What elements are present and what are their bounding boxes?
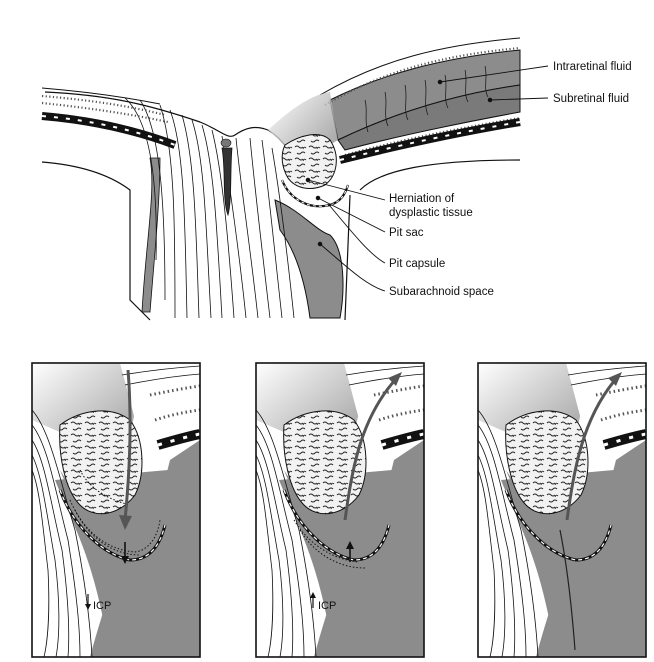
label-pit-sac: Pit sac <box>389 227 424 239</box>
subarachnoid-region <box>274 199 344 319</box>
label-leaders <box>305 65 549 292</box>
sclera-left-outline <box>41 161 151 321</box>
sclera-right-outline <box>344 159 521 321</box>
main-cross-section <box>41 37 521 321</box>
label-subarachnoid-space: Subarachnoid space <box>389 286 494 298</box>
label-herniation-line2: dysplastic tissue <box>389 207 473 219</box>
panel-right <box>477 362 647 658</box>
left-icp-label: ICP <box>93 600 111 612</box>
central-vessel <box>221 147 233 217</box>
nerve-fibers <box>124 97 295 319</box>
left-vessel <box>141 157 161 313</box>
right-retina <box>319 37 521 164</box>
label-intraretinal-fluid: Intraretinal fluid <box>553 61 632 73</box>
labels: Intraretinal fluid Subretinal fluid Hern… <box>389 61 632 298</box>
label-herniation-line1: Herniation of <box>389 193 455 205</box>
dysplastic-tissue <box>281 134 337 189</box>
disc-surface <box>44 91 301 171</box>
panel-left: ICP <box>31 362 201 658</box>
vessel-dot <box>220 138 232 148</box>
subretinal-fluid-region <box>337 84 521 151</box>
label-subretinal-fluid: Subretinal fluid <box>553 93 629 105</box>
panel-middle: ICP <box>255 362 425 658</box>
left-retina-layers <box>41 87 177 149</box>
label-pit-capsule: Pit capsule <box>389 258 445 270</box>
middle-icp-label: ICP <box>318 600 336 612</box>
